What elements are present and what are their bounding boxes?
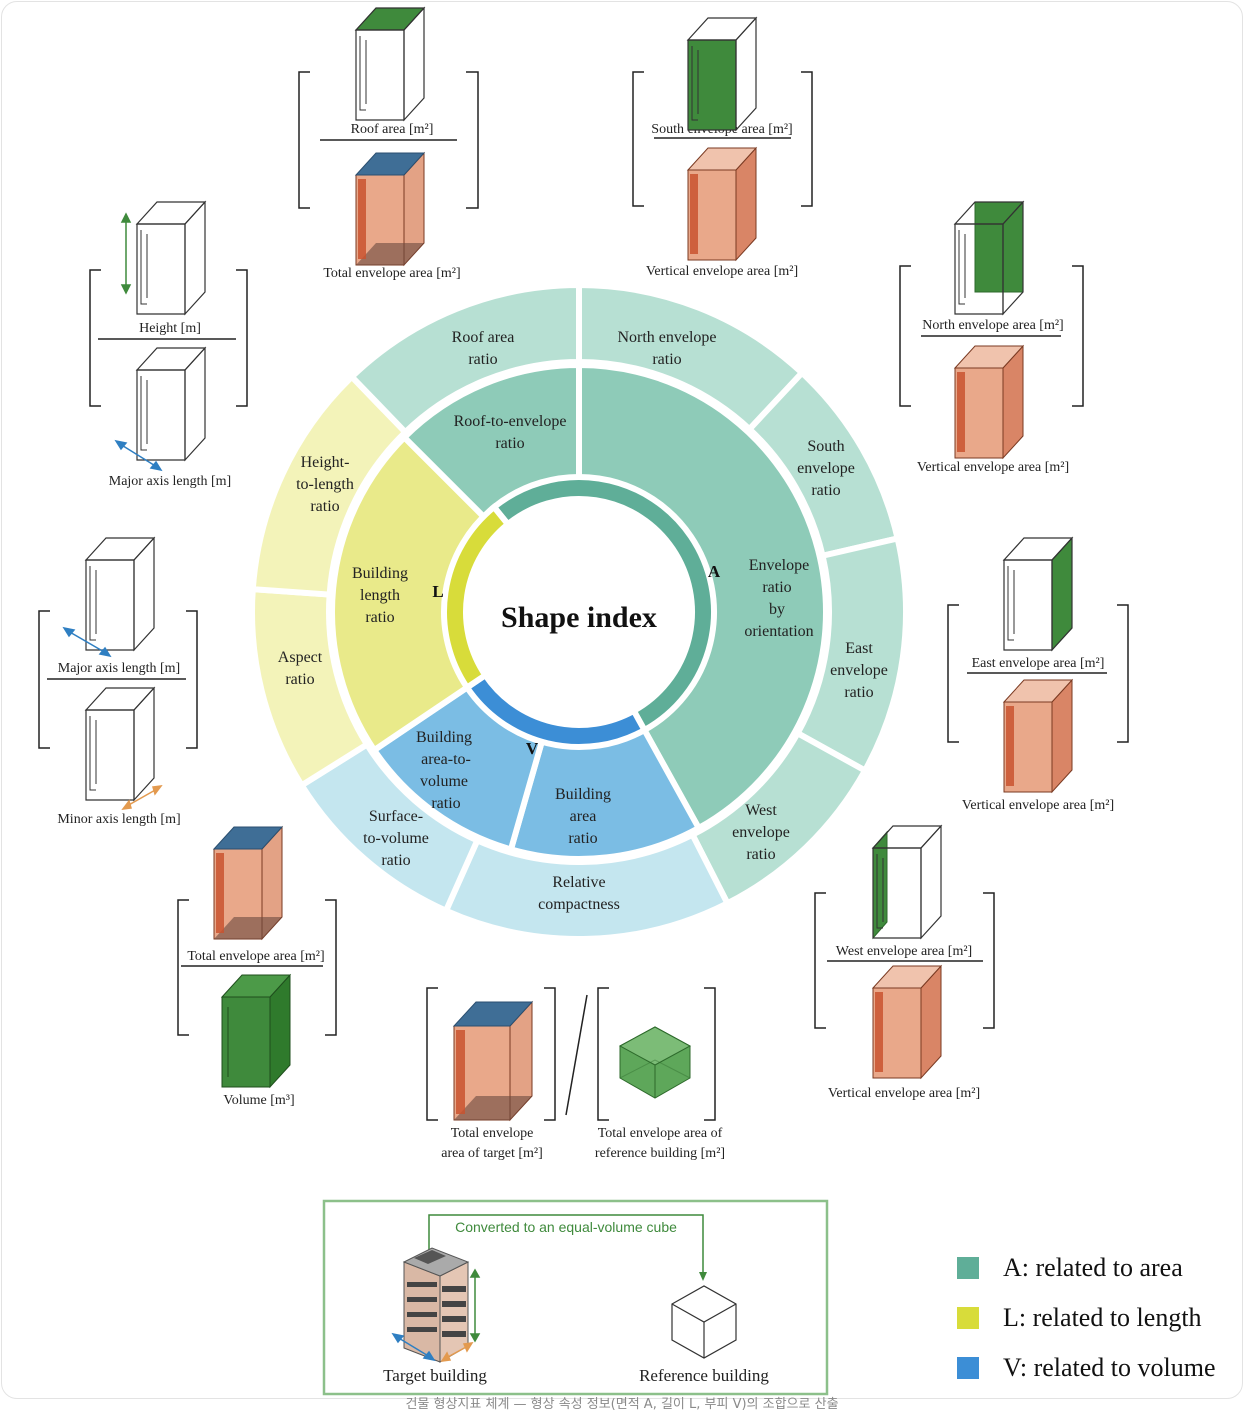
height-formula-brackets	[89, 269, 248, 407]
rc-reference-cube-icon	[618, 1026, 692, 1099]
target-major-axis-arrow-icon	[391, 1332, 436, 1362]
target-minor-axis-arrow-icon	[440, 1342, 474, 1362]
west-formula-brackets	[814, 892, 995, 1029]
stv-numerator: Total envelope area [m²]	[187, 949, 324, 964]
legend-label-a: A: related to area	[1003, 1253, 1183, 1282]
north-formula-brackets	[899, 265, 1084, 407]
group-v-marker: V	[526, 739, 539, 758]
inset-arrow	[428, 1214, 704, 1274]
volume-box-icon	[220, 973, 292, 1089]
target-building-label: Target building	[383, 1366, 487, 1385]
minor-axis-arrow-icon	[121, 785, 163, 810]
rc-target-box-icon	[452, 1000, 534, 1122]
inset-panel	[322, 1199, 829, 1396]
south-envelope-box-icon	[687, 17, 757, 131]
inset-arrowhead	[699, 1272, 707, 1281]
roof-area-numerator: Roof area [m²]	[351, 122, 434, 137]
stv-denominator: Volume [m³]	[223, 1093, 294, 1108]
height-arrow-icon	[120, 212, 132, 295]
north-envelope-box-icon	[954, 201, 1024, 315]
stv-envelope-box-icon	[212, 825, 284, 941]
east-envelope-numerator: East envelope area [m²]	[972, 656, 1105, 671]
vertical-envelope-box-icon-4	[871, 964, 943, 1080]
south-envelope-denominator: Vertical envelope area [m²]	[646, 264, 798, 279]
legend-swatch-a	[957, 1257, 979, 1279]
aspect-formula-brackets	[38, 610, 198, 749]
aspect-major-arrow-icon	[62, 626, 112, 658]
center-title: Shape index	[501, 601, 657, 634]
shape-index-rings	[249, 281, 909, 942]
legend-swatch-v	[957, 1357, 979, 1379]
target-height-arrow-icon	[469, 1268, 481, 1343]
total-envelope-box-icon	[354, 151, 426, 267]
east-envelope-box-icon	[1003, 536, 1073, 652]
aspect-denominator: Minor axis length [m]	[57, 812, 180, 827]
rc-division-slash	[565, 994, 588, 1116]
north-envelope-denominator: Vertical envelope area [m²]	[917, 460, 1069, 475]
inset-arrow-label: Converted to an equal-volume cube	[455, 1219, 677, 1235]
legend: A: related to area L: related to length …	[957, 1253, 1216, 1382]
aspect-numerator: Major axis length [m]	[58, 661, 180, 676]
legend-label-v: V: related to volume	[1003, 1353, 1216, 1382]
east-formula-brackets	[947, 604, 1129, 743]
inner-ring-length	[441, 502, 513, 692]
vertical-envelope-box-icon-3	[1002, 678, 1074, 794]
east-envelope-denominator: Vertical envelope area [m²]	[962, 798, 1114, 813]
west-envelope-box-icon	[872, 825, 942, 940]
west-envelope-denominator: Vertical envelope area [m²]	[828, 1086, 980, 1101]
rc-left-brackets	[426, 987, 556, 1121]
vertical-envelope-box-icon-2	[953, 344, 1025, 460]
aspect-major-box-icon	[85, 537, 155, 651]
height-box-icon	[136, 201, 206, 315]
roof-formula-brackets	[298, 71, 479, 209]
aspect-minor-box-icon	[85, 687, 155, 801]
south-formula-brackets	[632, 71, 813, 207]
vertical-envelope-box-icon-1	[686, 146, 758, 262]
roof-area-box-icon	[354, 7, 426, 121]
reference-cube-outline-icon	[671, 1285, 737, 1359]
major-axis-box-icon	[136, 347, 206, 461]
legend-label-l: L: related to length	[1003, 1303, 1202, 1332]
height-denominator: Major axis length [m]	[109, 474, 231, 489]
legend-swatch-l	[957, 1307, 979, 1329]
target-building-icon	[402, 1247, 470, 1363]
north-envelope-numerator: North envelope area [m²]	[922, 318, 1063, 333]
figure-caption: 건물 형상지표 체계 — 형상 속성 정보(면적 A, 길이 L, 부피 V)의…	[405, 1397, 839, 1412]
reference-building-label: Reference building	[639, 1366, 769, 1385]
height-numerator: Height [m]	[139, 321, 201, 336]
major-axis-arrow-icon	[114, 439, 163, 472]
group-a-marker: A	[708, 562, 721, 581]
stv-formula-brackets	[177, 899, 337, 1036]
group-l-marker: L	[432, 582, 443, 601]
roof-area-denominator: Total envelope area [m²]	[323, 266, 460, 281]
west-envelope-numerator: West envelope area [m²]	[836, 944, 972, 959]
rc-right-brackets	[597, 987, 716, 1121]
